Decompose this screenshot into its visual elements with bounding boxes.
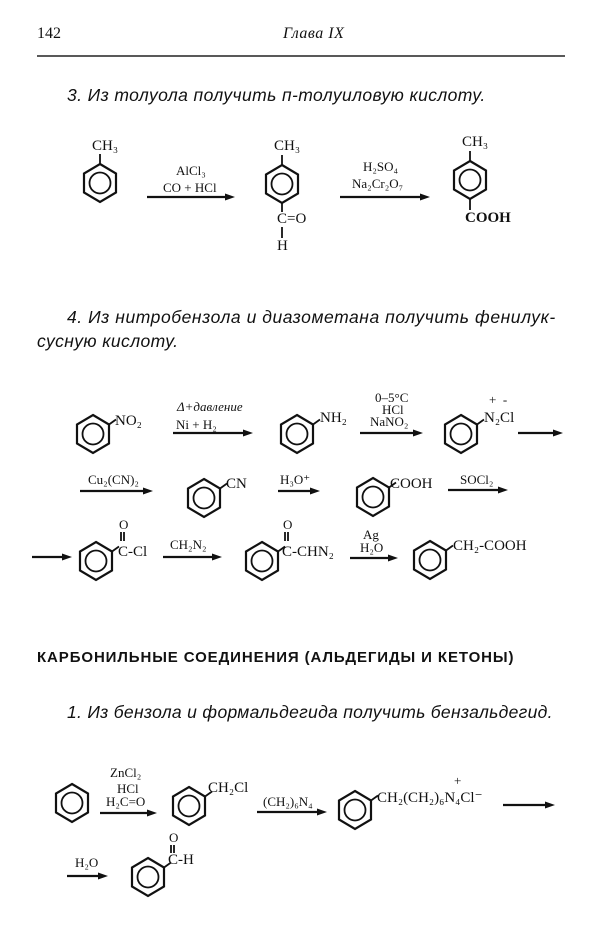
- step5-socl2: SOCl₂: [460, 472, 494, 487]
- step1-zncl2: ZnCl₂: [110, 765, 142, 780]
- arrow-head-icon: [98, 872, 108, 880]
- bond-line: [111, 545, 120, 553]
- aromatic-circle-icon: [84, 549, 108, 573]
- benzaldehyde-oxygen: O: [169, 830, 179, 845]
- page-number: 142: [37, 25, 61, 42]
- step2-hcl: HCl: [382, 402, 404, 417]
- step2-reagent-h2so4: H₂SO₄: [363, 159, 399, 174]
- benzaldehyde-group: C-H: [168, 852, 194, 868]
- step4-h3o: H₃O⁺: [280, 472, 311, 487]
- arrow-head-icon: [243, 429, 253, 437]
- section-4-title-line2: сусную кислоту.: [37, 331, 179, 351]
- step1-heat-pressure: Δ+давление: [177, 399, 243, 414]
- aromatic-circle-icon: [177, 794, 201, 818]
- step1-formaldehyde: H₂C=O: [106, 794, 146, 809]
- arrow-head-icon: [420, 193, 430, 201]
- salt-charge: +: [454, 773, 462, 788]
- aromatic-circle-icon: [192, 486, 216, 510]
- amine-group: NH₂: [320, 410, 347, 426]
- aromatic-circle-icon: [343, 798, 367, 822]
- aromatic-circle-icon: [136, 865, 160, 889]
- bond-line: [476, 418, 485, 426]
- aromatic-circle-icon: [270, 172, 294, 196]
- aromatic-circle-icon: [418, 548, 442, 572]
- product-group: CH₂-COOH: [453, 538, 527, 554]
- step2-urotropine: (CH₂)₆N₄: [263, 794, 313, 809]
- benzene-ring-icon: [82, 162, 118, 204]
- acyl-oxygen: O: [119, 517, 129, 532]
- step7-ag: Ag: [363, 527, 379, 542]
- bond-line: [204, 790, 213, 798]
- step1-reagent-co-hcl: CO + HCl: [163, 180, 217, 195]
- quaternary-salt-group: CH₂(CH₂)₆N₄Cl⁻: [377, 790, 483, 806]
- diazonium-group: N₂Cl: [484, 410, 515, 426]
- benzyl-chloride-group: CH₂Cl: [208, 780, 249, 796]
- arrow-head-icon: [553, 429, 563, 437]
- carbonyl-heading: КАРБОНИЛЬНЫЕ СОЕДИНЕНИЯ (АЛЬДЕГИДЫ И КЕТ…: [37, 649, 515, 666]
- arrow-head-icon: [545, 801, 555, 809]
- step1-reagent-alcl3: AlCl₃: [176, 163, 206, 178]
- toluene-ch3: CH₃: [92, 138, 119, 154]
- step7-h2o: H₂O: [360, 540, 384, 555]
- step3-cu2cn2: Cu₂(CN)₂: [88, 472, 139, 487]
- bond-line: [370, 794, 379, 802]
- benzoic-cooh: COOH: [390, 476, 433, 492]
- chapter-title: Глава IX: [283, 25, 345, 42]
- aromatic-circle-icon: [449, 422, 473, 446]
- aldehyde-group: C=O: [277, 211, 307, 227]
- arrow-head-icon: [310, 487, 320, 495]
- bond-line: [445, 544, 454, 552]
- step2-reagent-na2cr2o7: Na₂Cr₂O₇: [352, 176, 404, 191]
- acid-ch3: CH₃: [462, 134, 489, 150]
- acid-cooh: COOH: [465, 210, 511, 226]
- step2-temperature: 0–5°C: [375, 390, 409, 405]
- bond-line: [219, 482, 228, 490]
- aromatic-circle-icon: [361, 485, 385, 509]
- bond-line: [312, 418, 321, 426]
- bond-line: [277, 545, 286, 553]
- aromatic-circle-icon: [88, 171, 112, 195]
- arrow-head-icon: [212, 553, 222, 561]
- bond-line: [388, 481, 397, 489]
- aromatic-circle-icon: [250, 549, 274, 573]
- step1-ni-h2: Ni + H₂: [176, 417, 217, 432]
- step6-ch2n2: CH₂N₂: [170, 537, 207, 552]
- section-3-title: 3. Из толуола получить п-толуиловую кисл…: [67, 85, 486, 105]
- aldehyde-ch3: CH₃: [274, 138, 301, 154]
- bond-line: [163, 861, 172, 869]
- aldehyde-h: H: [277, 238, 288, 254]
- aromatic-circle-icon: [81, 422, 105, 446]
- arrow-head-icon: [62, 553, 72, 561]
- diazonium-charges: + -: [489, 392, 508, 407]
- arrow-head-icon: [143, 487, 153, 495]
- nitrile-group: CN: [226, 476, 247, 492]
- arrow-head-icon: [413, 429, 423, 437]
- carbonyl-1-title: 1. Из бензола и формальдегида получить б…: [67, 702, 553, 722]
- diazoketone-group: C-CHN₂: [282, 544, 334, 560]
- arrow-head-icon: [147, 809, 157, 817]
- section-4-title-line1: 4. Из нитробензола и диазометана получит…: [67, 307, 556, 327]
- diazoketone-oxygen: O: [283, 517, 293, 532]
- arrow-head-icon: [498, 486, 508, 494]
- arrow-head-icon: [225, 193, 235, 201]
- bond-line: [108, 418, 117, 426]
- aromatic-circle-icon: [458, 168, 482, 192]
- arrow-head-icon: [388, 554, 398, 562]
- aromatic-circle-icon: [285, 422, 309, 446]
- aromatic-circle-icon: [60, 791, 84, 815]
- nitro-group: NO₂: [115, 413, 142, 429]
- benzene-ring-icon: [54, 782, 90, 824]
- step1-hcl: HCl: [117, 781, 139, 796]
- arrow-head-icon: [317, 808, 327, 816]
- acyl-chloride-group: C-Cl: [118, 544, 148, 560]
- step3-h2o: H₂O: [75, 855, 99, 870]
- step2-nano2: NaNO₂: [370, 414, 409, 429]
